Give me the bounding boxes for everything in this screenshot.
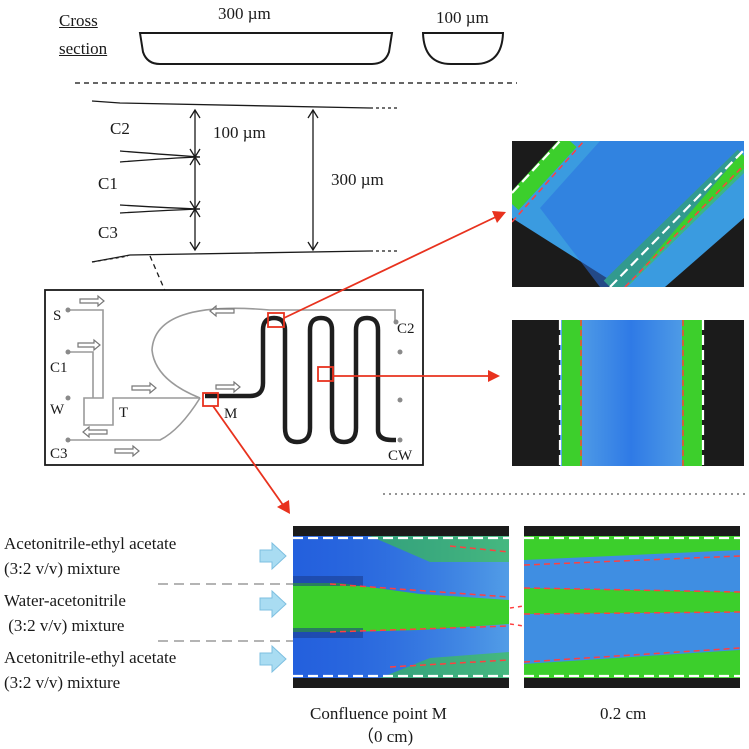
vertical-flow-image — [512, 320, 744, 466]
caption-confluence-line1: Confluence point M — [310, 704, 447, 723]
port-t: T — [119, 405, 128, 421]
port-c1: C1 — [50, 360, 68, 376]
chip-port-dots — [65, 307, 403, 443]
stream-width-label: 100 µm — [213, 123, 266, 142]
caption-confluence-line2: （0 cm) — [357, 727, 414, 746]
inlet-mid-line2: (3:2 v/v) mixture — [4, 616, 125, 635]
port-c3: C3 — [50, 446, 68, 462]
chip-channels-thin — [68, 307, 396, 441]
chip-channel-meander — [205, 315, 396, 445]
cross-section-label-line2: section — [59, 39, 108, 58]
chip-flow-arrows — [77, 294, 241, 458]
diagonal-flow-image — [512, 141, 744, 287]
gap-dash-upper — [509, 605, 525, 609]
inlet-mid-line1: Water-acetonitrile — [4, 591, 126, 610]
port-m: M — [224, 406, 237, 422]
stream-label-c2: C2 — [110, 119, 130, 138]
inlet-bottom-line1: Acetonitrile-ethyl acetate — [4, 648, 177, 667]
port-cw: CW — [388, 448, 413, 464]
stream-label-c1: C1 — [98, 174, 118, 193]
inlet-bottom-line2: (3:2 v/v) mixture — [4, 673, 121, 692]
inlet-arrows — [259, 541, 287, 674]
highlight-arrowheads — [277, 211, 506, 514]
cross-section-narrow-width: 100 µm — [436, 8, 489, 27]
port-s: S — [53, 308, 61, 324]
port-c2: C2 — [397, 321, 415, 337]
highlight-connectors — [202, 213, 503, 506]
downstream-image — [524, 526, 740, 688]
cross-section-wide — [138, 32, 394, 65]
cross-section-label-line1: Cross — [59, 11, 98, 30]
inlet-top-line1: Acetonitrile-ethyl acetate — [4, 534, 177, 553]
gap-dash-lower — [509, 623, 525, 627]
caption-distance: 0.2 cm — [600, 704, 647, 723]
channel-width-label: 300 µm — [331, 170, 384, 189]
inlet-top-line2: (3:2 v/v) mixture — [4, 559, 121, 578]
stream-label-c3: C3 — [98, 223, 118, 242]
confluence-image — [293, 526, 509, 688]
cross-section-wide-width: 300 µm — [218, 4, 271, 23]
port-w: W — [50, 402, 65, 418]
cross-section-narrow — [421, 32, 505, 65]
